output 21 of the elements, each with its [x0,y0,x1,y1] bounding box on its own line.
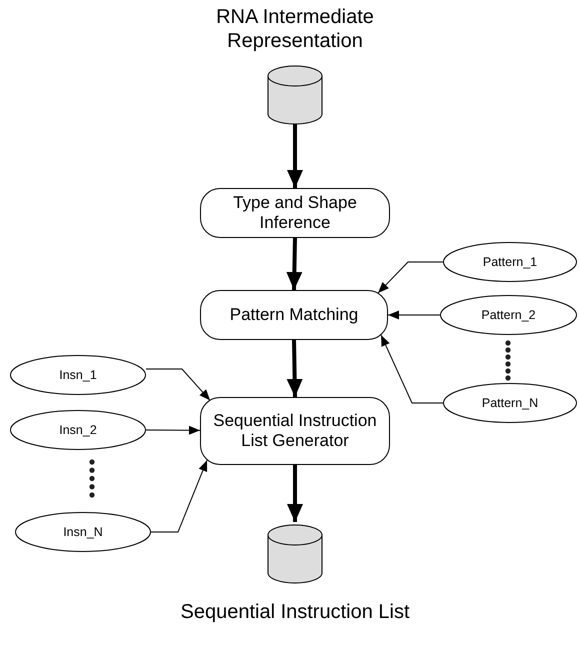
process-label: Pattern Matching [230,305,358,325]
arrow [287,465,303,522]
arrow [287,123,303,188]
ellipse-label: Pattern_1 [482,255,538,269]
arrow [380,334,444,404]
arrow [286,340,303,398]
ellipse-label: Pattern_N [480,396,540,410]
arrow [388,310,440,320]
store-heading: RNA Intermediate Representation [215,5,375,53]
store-heading: Sequential Instruction List [180,600,410,624]
arrow [146,426,200,435]
arrow [286,238,302,290]
arrow [150,460,208,532]
arrow [146,368,211,401]
ellipse-label: Pattern_2 [480,308,537,322]
ellipse-label: Insn_1 [58,368,98,382]
ellipse-label: Insn_2 [58,423,98,437]
process-label: Type and Shape Inference [232,193,358,233]
process-label: Sequential Instruction List Generator [212,411,378,451]
arrow [378,262,444,294]
ellipse-label: Insn_N [62,525,104,539]
